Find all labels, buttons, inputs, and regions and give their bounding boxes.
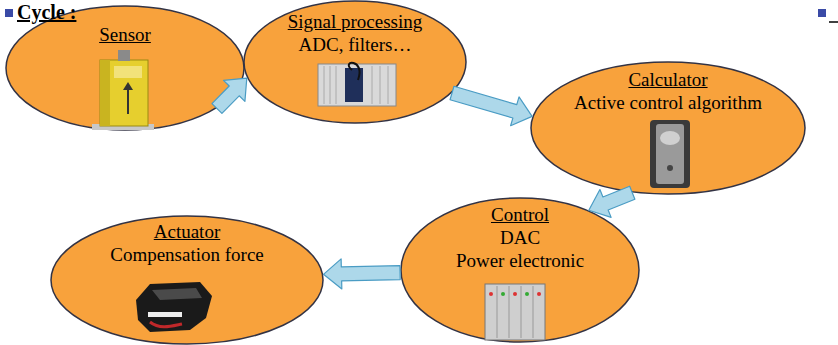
block-arrow [323,259,400,289]
process-ellipse: CalculatorActive control algorithm [530,61,806,195]
bullet-square [5,9,13,17]
cut-bullet [818,9,838,22]
process-ellipse: Signal processingADC, filters… [243,0,467,124]
text-stack: Signal processingADC, filters… [243,10,467,56]
process-ellipse: ControlDACPower electronic [400,197,640,343]
sensor-photo [92,50,154,130]
node-title: Actuator [154,220,220,243]
node-body: Compensation force [110,243,264,266]
text-stack: Sensor [5,23,245,46]
process-ellipse: Sensor [5,5,245,131]
text-stack: CalculatorActive control algorithm [530,68,806,114]
process-ellipse: ActuatorCompensation force [50,215,324,345]
node-body: ADC, filters… [299,33,412,56]
node-body: Active control algorithm [574,91,762,114]
block-arrow [450,86,532,125]
computer-photo [650,120,690,188]
power-rack-photo [485,284,545,340]
section-heading: Cycle : [17,0,76,24]
text-stack: ActuatorCompensation force [50,220,324,266]
node-title: Calculator [628,68,707,91]
node-title: Sensor [99,23,151,46]
node-body: Power electronic [456,249,584,272]
text-stack: ControlDACPower electronic [400,203,640,272]
node-body: DAC [500,226,540,249]
signal-rack-photo [318,63,396,106]
node-title: Signal processing [288,10,423,33]
node-title: Control [491,203,549,226]
ellipse-outline [5,5,245,131]
block-arrow [589,186,635,217]
